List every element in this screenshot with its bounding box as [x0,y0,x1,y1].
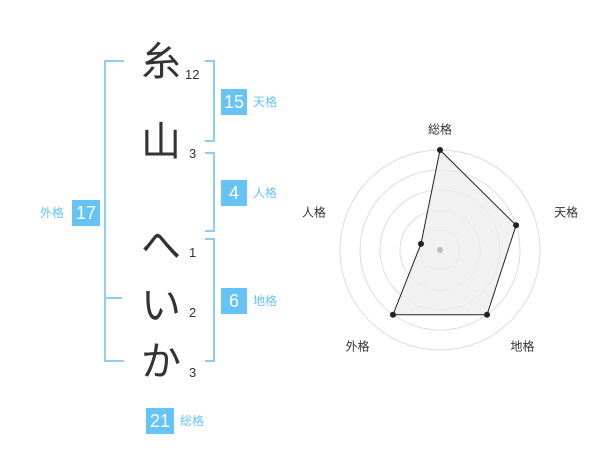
tenkaku-bracket [205,60,215,142]
jinkaku-label: 人格 [253,186,278,200]
stroke-count-1: 12 [185,67,200,82]
tenkaku-value: 15 [221,89,247,115]
stroke-count-4: 2 [189,305,197,320]
name-char-4: い [141,283,181,329]
stroke-count-2: 3 [189,146,197,161]
name-char-3: へ [141,223,181,269]
radar-point-1 [437,147,443,153]
radar-point-5 [417,240,424,247]
radar-center-dot [437,247,443,253]
tenkaku-label: 天格 [253,95,278,109]
soukaku-label: 総格 [180,414,205,428]
chikaku-value: 6 [221,288,247,314]
chikaku-label: 地格 [253,294,278,308]
radar-axis-label-2: 天格 [554,204,578,219]
name-char-2: 山 [141,119,181,165]
gaikaku-bracket [104,60,124,362]
radar-point-3 [484,311,491,318]
radar-point-4 [389,311,396,318]
chikaku-bracket [205,238,215,362]
radar-point-2 [513,222,520,229]
radar-axis-label-5: 人格 [302,204,326,219]
stroke-count-3: 1 [189,245,197,260]
name-char-1: 糸 [141,39,181,85]
gaikaku-bracket-tick [106,297,122,299]
jinkaku-value: 4 [221,180,247,206]
radar-axis-label-1: 総格 [428,122,452,137]
soukaku-value: 21 [146,408,174,434]
radar-data-area [392,148,517,316]
gaikaku-label: 外格 [40,206,65,220]
stroke-count-5: 3 [189,365,197,380]
gaikaku-value: 17 [72,200,100,226]
radar-axis-label-3: 地格 [511,339,535,354]
jinkaku-bracket [205,152,215,232]
name-char-5: か [141,339,181,385]
radar-axis-label-4: 外格 [345,339,369,354]
